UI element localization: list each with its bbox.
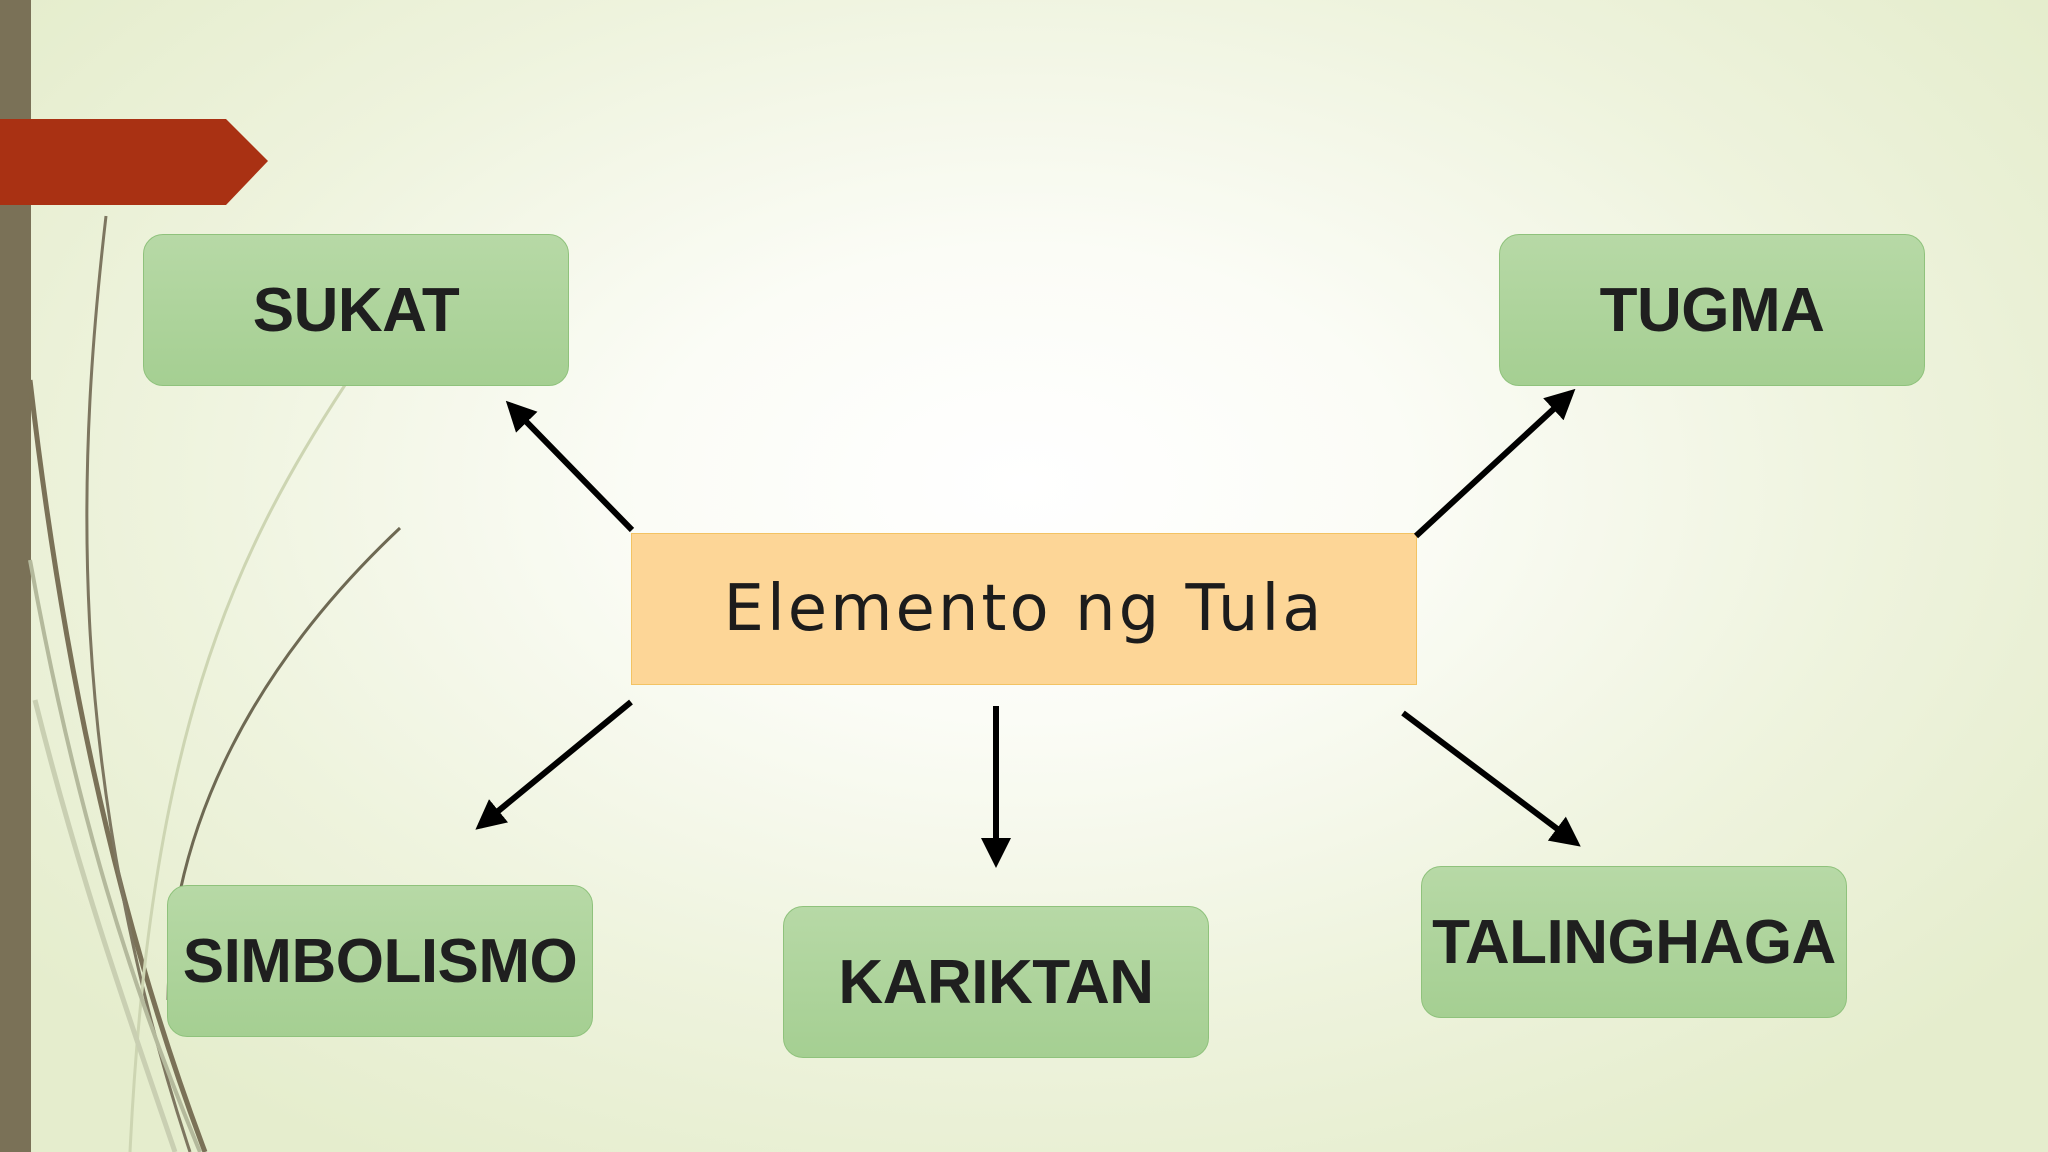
center-node-label: Elemento ng Tula [723, 572, 1325, 646]
arrow-to-sukat [505, 400, 635, 533]
grass-stroke-5 [28, 559, 202, 1152]
grass-stroke-6 [32, 699, 178, 1152]
center-node: Elemento ng Tula [631, 533, 1417, 685]
node-kariktan-label: KARIKTAN [838, 947, 1154, 1017]
node-sukat: SUKAT [143, 234, 569, 386]
node-talinghaga: TALINGHAGA [1421, 866, 1847, 1018]
node-tugma-label: TUGMA [1599, 275, 1825, 345]
arrow-to-simbolismo [475, 699, 633, 830]
node-simbolismo: SIMBOLISMO [167, 885, 593, 1037]
arrow-to-talinghaga [1401, 710, 1581, 847]
arrow-to-tugma [1413, 388, 1576, 539]
red-arrow-tab [0, 119, 268, 205]
node-talinghaga-label: TALINGHAGA [1432, 907, 1836, 977]
node-simbolismo-label: SIMBOLISMO [182, 926, 578, 996]
node-kariktan: KARIKTAN [783, 906, 1209, 1058]
node-tugma: TUGMA [1499, 234, 1925, 386]
node-sukat-label: SUKAT [252, 275, 460, 345]
grass-stroke-1 [27, 379, 208, 1152]
